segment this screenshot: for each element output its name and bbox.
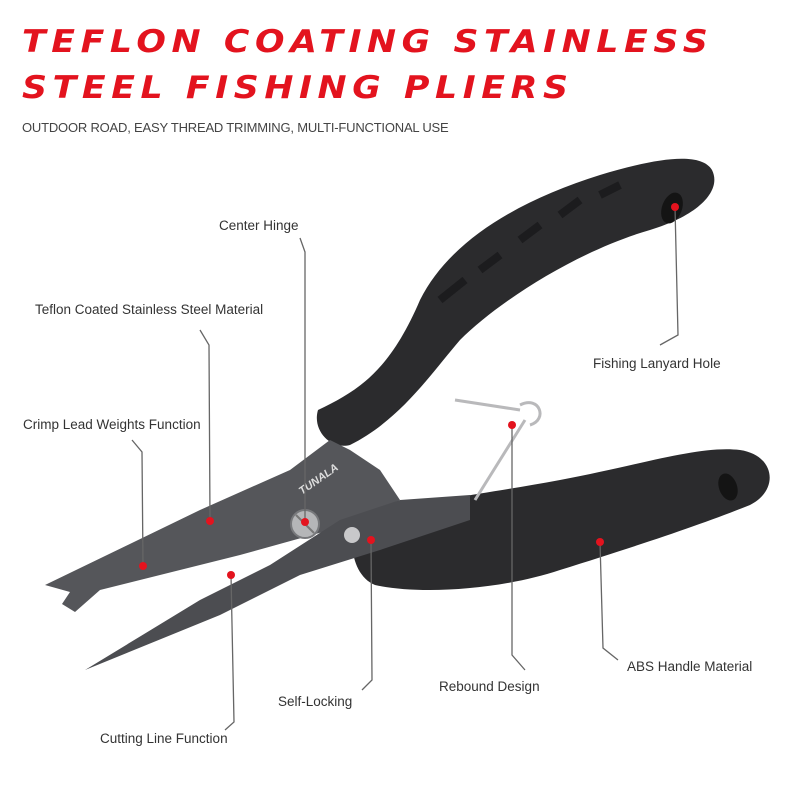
label-cutting: Cutting Line Function: [100, 731, 228, 746]
title-line-2: STEEL FISHING PLIERS: [22, 70, 574, 106]
upper-handle: [316, 158, 715, 446]
label-self-locking: Self-Locking: [278, 694, 353, 709]
rebound-spring: [454, 398, 542, 501]
label-abs: ABS Handle Material: [627, 659, 753, 674]
lower-handle: [352, 449, 770, 590]
label-crimp: Crimp Lead Weights Function: [23, 417, 201, 432]
subtitle: OUTDOOR ROAD, EASY THREAD TRIMMING, MULT…: [22, 120, 449, 135]
label-teflon: Teflon Coated Stainless Steel Material: [35, 302, 264, 317]
label-center-hinge: Center Hinge: [219, 218, 299, 233]
label-rebound: Rebound Design: [439, 679, 540, 694]
title-line-1: TEFLON COATING STAINLESS: [22, 24, 714, 60]
upper-jaw: [45, 440, 400, 612]
label-lanyard: Fishing Lanyard Hole: [593, 356, 721, 371]
